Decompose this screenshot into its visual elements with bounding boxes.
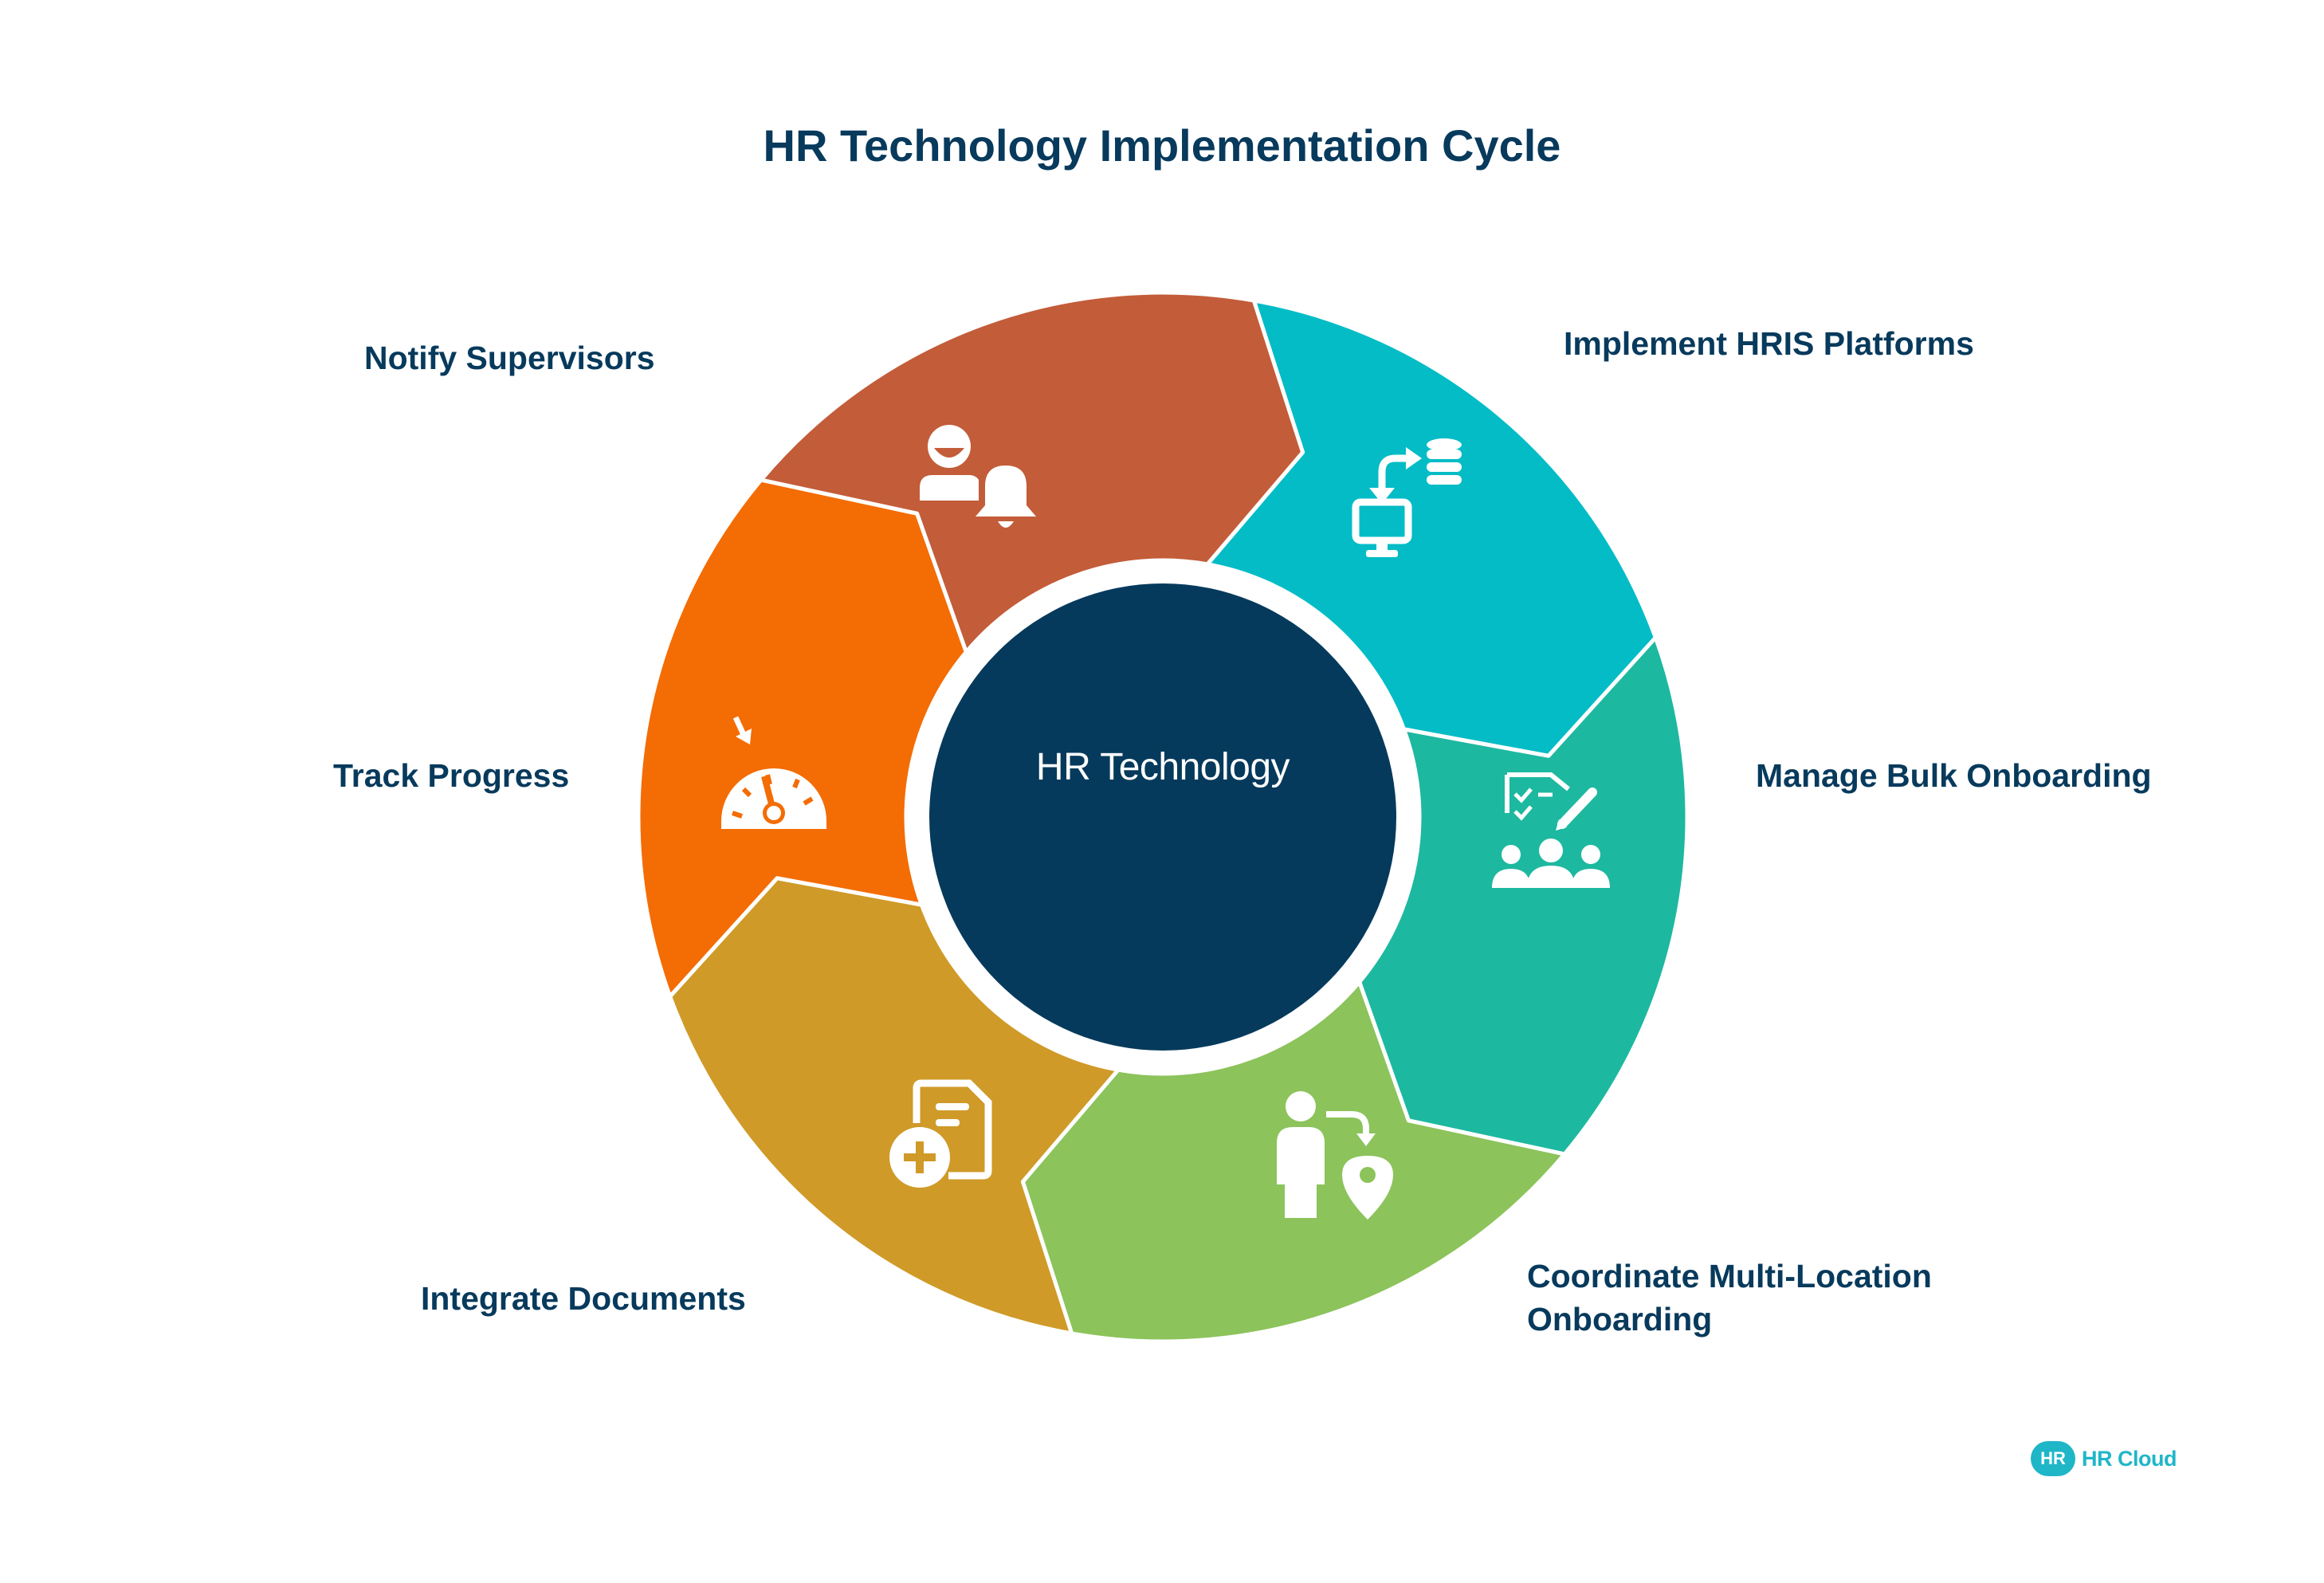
step-label-implement-hris: Implement HRIS Platforms bbox=[1564, 322, 1974, 365]
step-label-line: Onboarding bbox=[1527, 1301, 1713, 1337]
checklist-group-icon bbox=[1492, 772, 1610, 888]
person-location-icon bbox=[1277, 1091, 1393, 1220]
person-bell-icon bbox=[920, 425, 1036, 528]
step-label-multi-location: Coordinate Multi-Location Onboarding bbox=[1527, 1255, 1932, 1341]
hr-cloud-logo: HR HR Cloud bbox=[2031, 1441, 2177, 1476]
computer-database-sync-icon bbox=[1352, 438, 1462, 557]
logo-badge: HR bbox=[2031, 1441, 2075, 1476]
speedometer-icon bbox=[721, 716, 826, 829]
step-label-line: Notify Supervisors bbox=[364, 340, 655, 376]
step-label-notify-supervisors: Notify Supervisors bbox=[364, 336, 655, 379]
add-document-icon bbox=[889, 1079, 992, 1188]
step-label-line: Manage Bulk Onboarding bbox=[1756, 757, 2152, 794]
step-label-line: Integrate Documents bbox=[421, 1280, 746, 1317]
step-label-integrate-documents: Integrate Documents bbox=[421, 1277, 746, 1320]
logo-text: HR Cloud bbox=[2082, 1446, 2177, 1471]
step-label-bulk-onboarding: Manage Bulk Onboarding bbox=[1756, 754, 2152, 797]
step-label-line: Coordinate Multi-Location bbox=[1527, 1258, 1932, 1294]
step-label-line: Implement HRIS Platforms bbox=[1564, 325, 1974, 362]
diagram-title: HR Technology Implementation Cycle bbox=[763, 120, 1561, 171]
center-label: HR Technology bbox=[1035, 746, 1290, 788]
step-label-track-progress: Track Progress bbox=[333, 754, 569, 797]
step-label-line: Track Progress bbox=[333, 757, 570, 794]
center-circle bbox=[929, 583, 1396, 1051]
